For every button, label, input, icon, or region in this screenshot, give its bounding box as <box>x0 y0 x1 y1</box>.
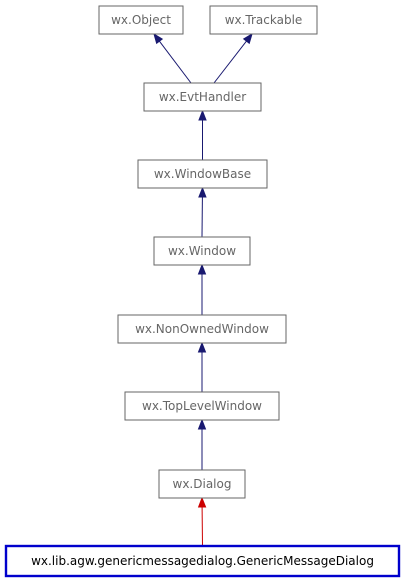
edge-window-to-windowbase-arrowhead <box>198 186 207 198</box>
class-node-object[interactable]: wx.Object <box>98 5 184 35</box>
class-node-label: wx.lib.agw.genericmessagedialog.GenericM… <box>31 554 374 568</box>
class-node-label: wx.Window <box>168 244 236 258</box>
class-node-label: wx.WindowBase <box>154 167 251 181</box>
class-node-box <box>98 5 184 35</box>
class-node-box <box>137 159 268 189</box>
class-node-genericmessagedialog[interactable]: wx.lib.agw.genericmessagedialog.GenericM… <box>4 544 401 578</box>
class-node-label: wx.Trackable <box>225 13 303 27</box>
edge-genericmessagedialog-to-dialog-arrowhead <box>197 496 207 508</box>
edge-evthandler-to-trackable <box>213 40 247 84</box>
edge-evthandler-to-trackable-arrowhead <box>242 32 253 45</box>
class-node-label: wx.NonOwnedWindow <box>135 322 269 336</box>
class-node-nonownedwindow[interactable]: wx.NonOwnedWindow <box>117 314 287 344</box>
class-node-window[interactable]: wx.Window <box>153 236 251 266</box>
class-node-windowbase[interactable]: wx.WindowBase <box>137 159 268 189</box>
edges-layer <box>153 32 253 547</box>
edge-dialog-to-toplevelwindow-arrowhead <box>197 418 207 430</box>
class-node-box <box>124 391 280 421</box>
edge-nonownedwindow-to-window-arrowhead <box>197 263 207 275</box>
class-node-toplevelwindow[interactable]: wx.TopLevelWindow <box>124 391 280 421</box>
class-node-trackable[interactable]: wx.Trackable <box>209 5 318 35</box>
class-node-label: wx.EvtHandler <box>159 90 246 104</box>
edge-evthandler-to-object <box>159 40 192 84</box>
class-node-label: wx.Object <box>111 13 171 27</box>
class-node-evthandler[interactable]: wx.EvtHandler <box>143 82 262 112</box>
class-node-dialog[interactable]: wx.Dialog <box>158 469 246 499</box>
class-node-box <box>143 82 262 112</box>
class-node-box <box>4 544 401 578</box>
class-node-box <box>158 469 246 499</box>
class-node-label: wx.TopLevelWindow <box>142 399 262 413</box>
class-node-box <box>153 236 251 266</box>
edge-toplevelwindow-to-nonownedwindow-arrowhead <box>197 341 207 353</box>
class-node-label: wx.Dialog <box>173 477 232 491</box>
edge-windowbase-to-evthandler-arrowhead <box>198 109 207 121</box>
edge-evthandler-to-object-arrowhead <box>153 32 164 45</box>
nodes-layer: wx.Object wx.Trackable wx.EvtHandler wx.Win… <box>4 5 401 578</box>
class-node-box <box>209 5 318 35</box>
class-node-box <box>117 314 287 344</box>
